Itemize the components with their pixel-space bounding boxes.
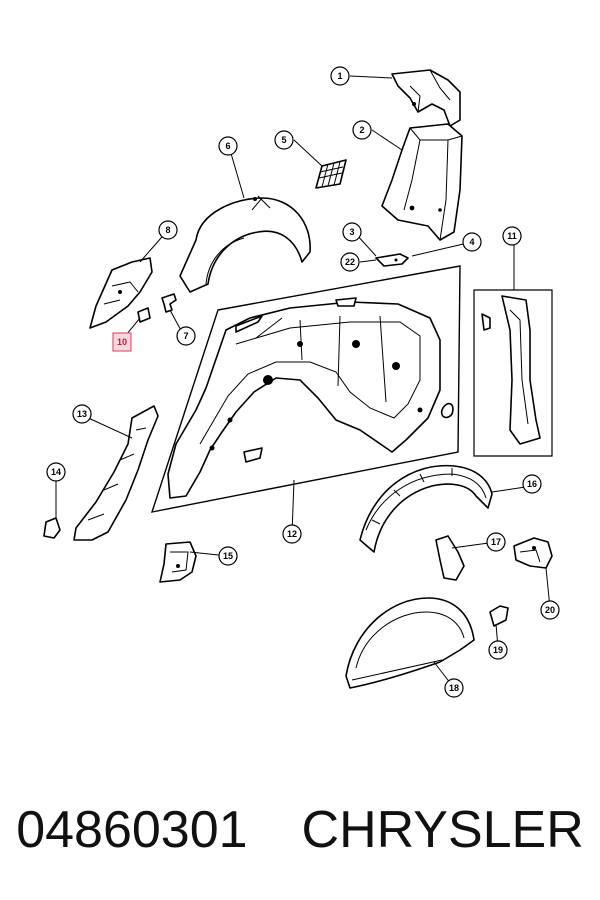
part-6-wheelhouse bbox=[179, 195, 311, 293]
part-1-upper-pillar bbox=[391, 69, 461, 127]
callout-16: 16 bbox=[522, 474, 542, 494]
svg-text:8: 8 bbox=[165, 225, 170, 235]
callout-6: 6 bbox=[218, 136, 238, 156]
svg-text:16: 16 bbox=[527, 479, 537, 489]
svg-text:18: 18 bbox=[449, 683, 459, 693]
callout-8: 8 bbox=[158, 220, 178, 240]
callout-3: 3 bbox=[342, 222, 362, 242]
part-18-inner-wheelhouse bbox=[345, 597, 475, 689]
svg-text:12: 12 bbox=[287, 529, 297, 539]
svg-text:1: 1 bbox=[337, 71, 342, 81]
svg-text:19: 19 bbox=[493, 645, 503, 655]
svg-text:10: 10 bbox=[117, 337, 127, 347]
callout-17: 17 bbox=[486, 532, 506, 552]
part-5-vent-grille bbox=[315, 159, 347, 189]
callout-14: 14 bbox=[46, 462, 66, 482]
part-13-long-pillar bbox=[73, 405, 159, 541]
brand-name: CHRYSLER bbox=[301, 801, 584, 859]
svg-text:17: 17 bbox=[491, 537, 501, 547]
part-2-pillar-panel bbox=[381, 123, 463, 241]
callout-4: 4 bbox=[462, 232, 482, 252]
svg-text:3: 3 bbox=[349, 227, 354, 237]
callout-1: 1 bbox=[330, 66, 350, 86]
svg-text:11: 11 bbox=[507, 231, 517, 241]
svg-text:13: 13 bbox=[77, 409, 87, 419]
callout-22: 22 bbox=[340, 252, 360, 272]
callout-18: 18 bbox=[444, 678, 464, 698]
part-17-bracket bbox=[435, 535, 465, 581]
svg-text:15: 15 bbox=[223, 551, 233, 561]
svg-text:4: 4 bbox=[469, 237, 474, 247]
footer-caption: 04860301 CHRYSLER bbox=[0, 780, 600, 880]
svg-text:22: 22 bbox=[345, 257, 355, 267]
callout-10: 10 bbox=[112, 332, 132, 352]
part-16-wheel-arch bbox=[359, 464, 493, 553]
svg-text:20: 20 bbox=[545, 605, 555, 615]
part-11-pillar-reinforcement bbox=[473, 289, 553, 457]
svg-text:6: 6 bbox=[225, 141, 230, 151]
part-22-small-bracket bbox=[375, 253, 409, 267]
parts-exploded-diagram: 1 2 3 4 5 6 7 8 10 11 12 13 14 15 16 17 … bbox=[43, 66, 560, 698]
part-15-lower-bracket bbox=[159, 541, 197, 583]
svg-text:2: 2 bbox=[359, 125, 364, 135]
callout-5: 5 bbox=[274, 130, 294, 150]
svg-text:5: 5 bbox=[281, 135, 286, 145]
part-7-clip bbox=[161, 293, 177, 313]
part-8-bracket bbox=[89, 257, 153, 329]
part-10-seal bbox=[137, 307, 151, 323]
callout-13: 13 bbox=[72, 404, 92, 424]
part-20-bracket bbox=[513, 537, 553, 569]
part-12-quarter-inner-panel bbox=[150, 265, 461, 513]
callout-2: 2 bbox=[352, 120, 372, 140]
svg-text:7: 7 bbox=[183, 331, 188, 341]
part-14-small-bracket bbox=[43, 517, 61, 539]
callout-15: 15 bbox=[218, 546, 238, 566]
part-number: 04860301 bbox=[16, 801, 248, 859]
callout-19: 19 bbox=[488, 640, 508, 660]
part-19-clip bbox=[489, 605, 509, 627]
callout-11: 11 bbox=[502, 226, 522, 246]
svg-text:14: 14 bbox=[51, 467, 61, 477]
callout-7: 7 bbox=[176, 326, 196, 346]
callout-20: 20 bbox=[540, 600, 560, 620]
callout-12: 12 bbox=[282, 524, 302, 544]
